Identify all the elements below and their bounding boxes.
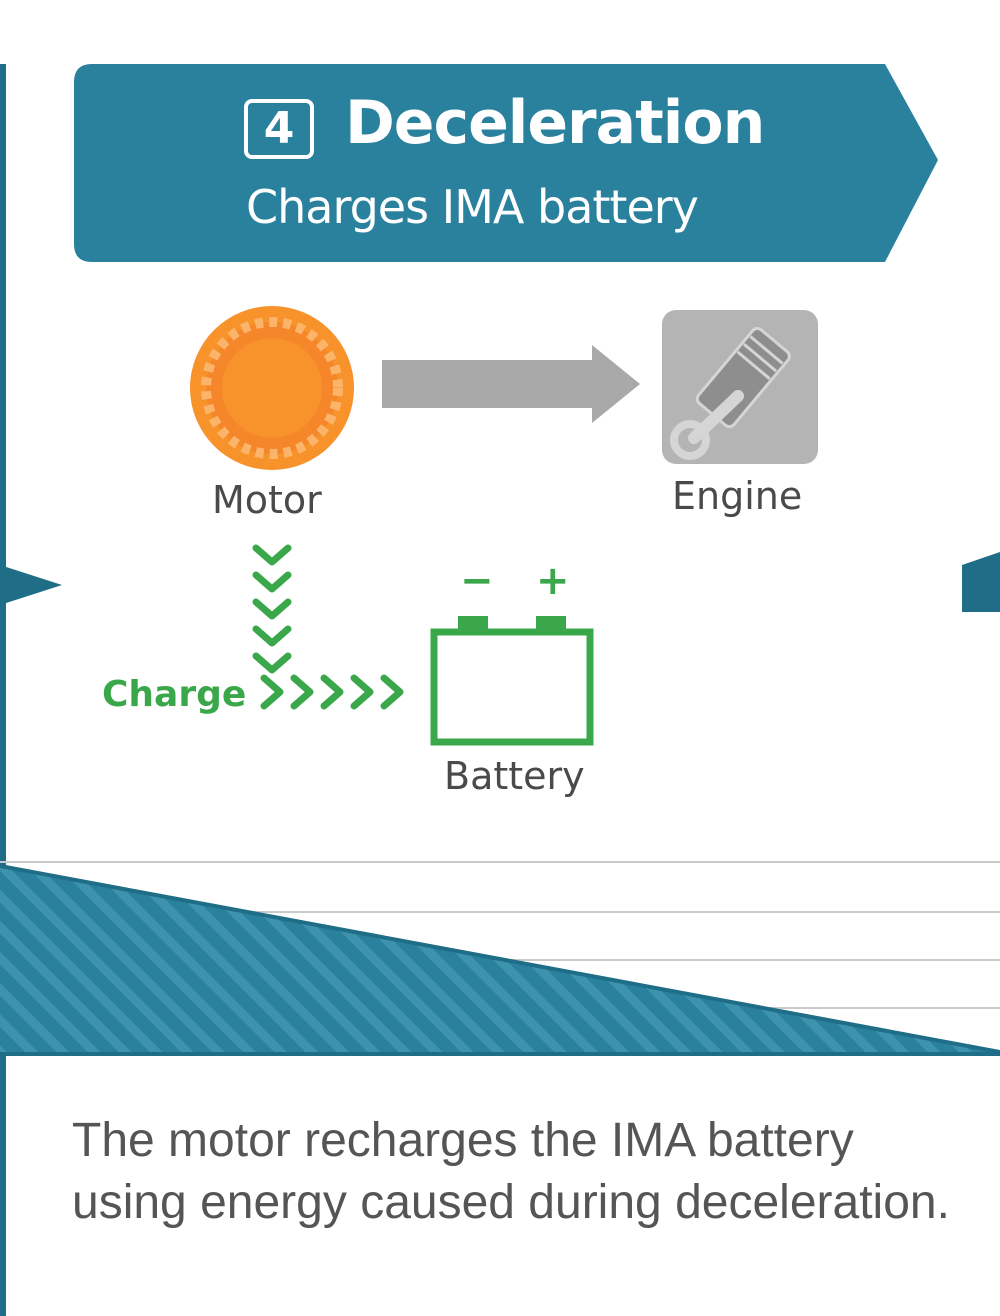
header-banner <box>74 64 938 262</box>
decreasing-energy-chart <box>0 861 1000 1056</box>
engine-piston-icon <box>662 310 818 464</box>
step-number-badge: 4 <box>244 99 314 159</box>
chevron-down-icon <box>252 544 292 674</box>
motor-icon <box>190 306 354 470</box>
battery-minus-sign: − <box>460 558 494 604</box>
chevron-right-icon <box>260 674 404 710</box>
page-subtitle: Charges IMA battery <box>246 180 699 234</box>
banner-shape <box>74 64 938 262</box>
arrow-right-icon <box>382 345 640 423</box>
charge-label: Charge <box>102 674 247 715</box>
battery-plus-sign: + <box>536 558 570 604</box>
left-marker-icon <box>0 565 62 605</box>
right-marker-icon <box>962 552 1000 612</box>
battery-icon <box>430 616 594 746</box>
motor-label: Motor <box>212 478 322 522</box>
left-divider <box>0 64 6 1316</box>
engine-label: Engine <box>672 474 803 518</box>
battery-label: Battery <box>444 754 585 798</box>
description-text: The motor recharges the IMA battery usin… <box>72 1114 950 1229</box>
page-title: Deceleration <box>345 88 765 158</box>
